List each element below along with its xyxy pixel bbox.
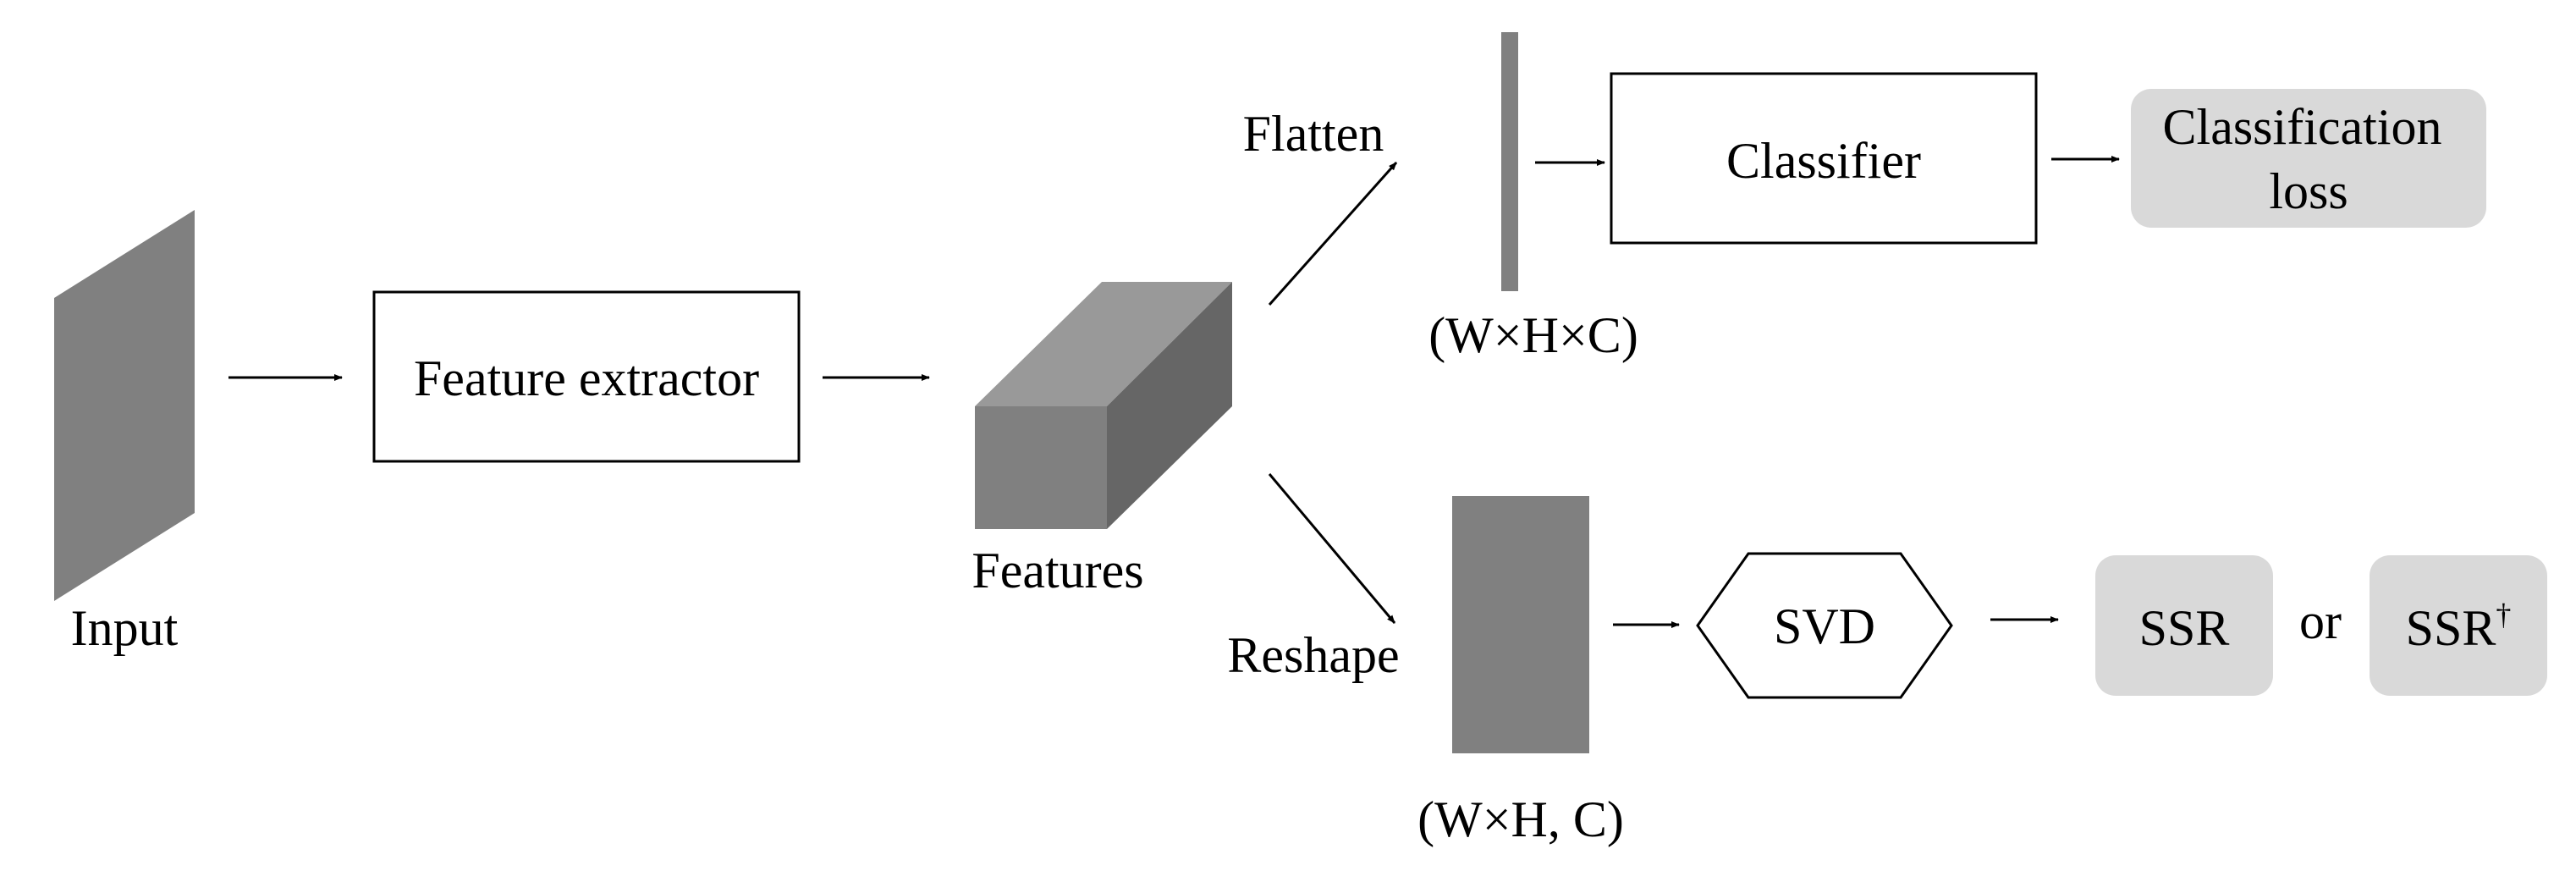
input-image-shape <box>54 210 195 601</box>
arrow-to-flatten <box>1268 162 1398 306</box>
ssr-label: SSR <box>2139 600 2230 656</box>
features-cube-front <box>975 406 1107 529</box>
arrow-to-reshape <box>1268 473 1396 624</box>
classification-loss-line1: Classification <box>2163 99 2442 155</box>
ssr-dagger-base: SSR <box>2406 600 2496 656</box>
classification-loss-line2: loss <box>2269 163 2348 219</box>
classification-loss-box <box>2131 89 2486 228</box>
features-cube-top <box>975 282 1232 406</box>
svd-hexagon <box>1696 552 1953 699</box>
flatten-label: Flatten <box>1243 106 1384 162</box>
flatten-dims-label: (W×H×C) <box>1428 307 1638 363</box>
ssr-box <box>2095 555 2273 696</box>
classifier-box <box>1610 72 2038 245</box>
flattened-vector <box>1501 32 1518 291</box>
feature-extractor-box <box>372 290 801 463</box>
input-label: Input <box>71 600 179 656</box>
features-cube-side <box>1107 282 1232 529</box>
ssr-dagger-mark: † <box>2496 598 2511 631</box>
or-label: or <box>2299 593 2342 649</box>
classifier-label: Classifier <box>1726 133 1921 189</box>
classification-loss-label: Classification loss <box>2163 99 2455 219</box>
reshaped-matrix <box>1452 496 1589 753</box>
features-label: Features <box>972 543 1143 598</box>
reshape-dims-label: (W×H, C) <box>1417 791 1624 847</box>
reshape-label: Reshape <box>1227 627 1399 683</box>
ssr-dagger-label: SSR† <box>2406 598 2512 656</box>
ssr-dagger-box <box>2370 555 2547 696</box>
svd-label: SVD <box>1774 598 1875 654</box>
feature-extractor-label: Feature extractor <box>414 350 759 406</box>
